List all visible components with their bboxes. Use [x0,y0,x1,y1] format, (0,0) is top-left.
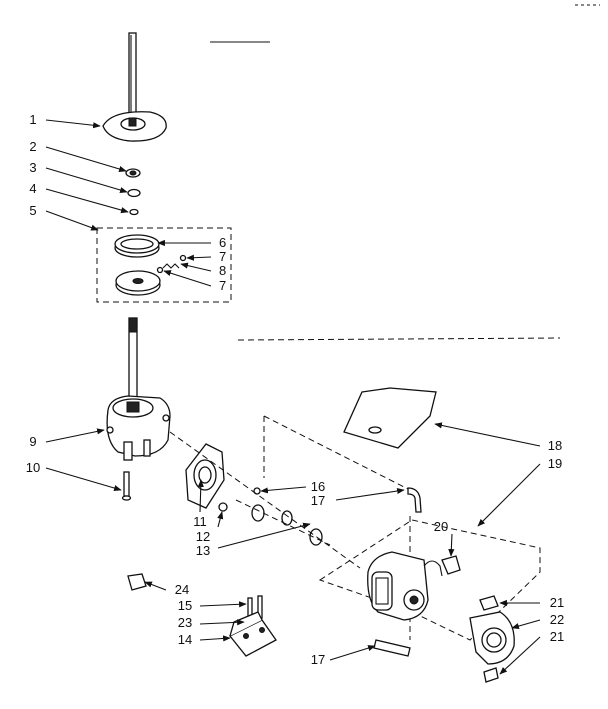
part-22-pump-housing [469,611,515,665]
part-17-strip [373,639,411,657]
callout-16: 16 [311,479,325,494]
callout-22: 22 [550,612,564,627]
callout-8: 8 [219,263,226,278]
callout-6: 6 [219,235,226,250]
callout-15: 15 [178,598,192,613]
callout-14: 14 [178,632,192,647]
assembly-line-c [263,415,411,491]
callout-20: 20 [434,519,448,534]
callout-18: 18 [548,438,562,453]
callout-4: 4 [29,181,36,196]
callout-23: 23 [178,615,192,630]
part-clutch-hub [115,270,161,296]
callout-13: 13 [196,543,210,558]
part-4-ring [129,208,139,216]
part-16-screw [253,487,261,495]
assembly-line-a [169,431,361,569]
part-18-gasket [343,387,437,449]
part-1-cam [102,111,167,142]
callout-5: 5 [29,203,36,218]
part-6-clutch-ring [114,234,160,258]
part-19-pump [367,551,443,621]
part-19-group-box [318,519,541,641]
upper-drive-shaft [128,32,137,119]
callout-17a: 17 [311,493,325,508]
bearing-plate [185,443,225,509]
lower-drive-shaft [128,317,138,404]
part-12-nut [218,502,228,512]
leader-lines [45,119,541,675]
part-24-block [127,573,147,591]
callout-11: 11 [193,514,207,529]
callout-2: 2 [29,139,36,154]
callout-21a: 21 [550,595,564,610]
part-7-8-spring-pin [156,254,187,274]
callout-24: 24 [175,582,189,597]
part-21-clamps [479,595,499,683]
callout-7b: 7 [219,278,226,293]
callout-17b: 17 [311,652,325,667]
part-5-group-box [96,227,232,303]
part-3-washer [127,188,141,198]
part-14-bracket [228,611,277,657]
part-9-gearcase [106,395,171,461]
callout-19: 19 [548,456,562,471]
divider-line [237,337,561,341]
part-10-bolt [121,471,132,501]
part-17-hose [407,487,422,513]
callout-21b: 21 [550,629,564,644]
callout-9: 9 [29,434,36,449]
part-20-clip [441,555,461,575]
callout-12: 12 [196,529,210,544]
part-2-washer [125,168,141,178]
part-13-bearings [235,499,331,546]
callout-7a: 7 [219,249,226,264]
callout-1: 1 [29,112,36,127]
callout-10: 10 [26,460,40,475]
callout-3: 3 [29,160,36,175]
